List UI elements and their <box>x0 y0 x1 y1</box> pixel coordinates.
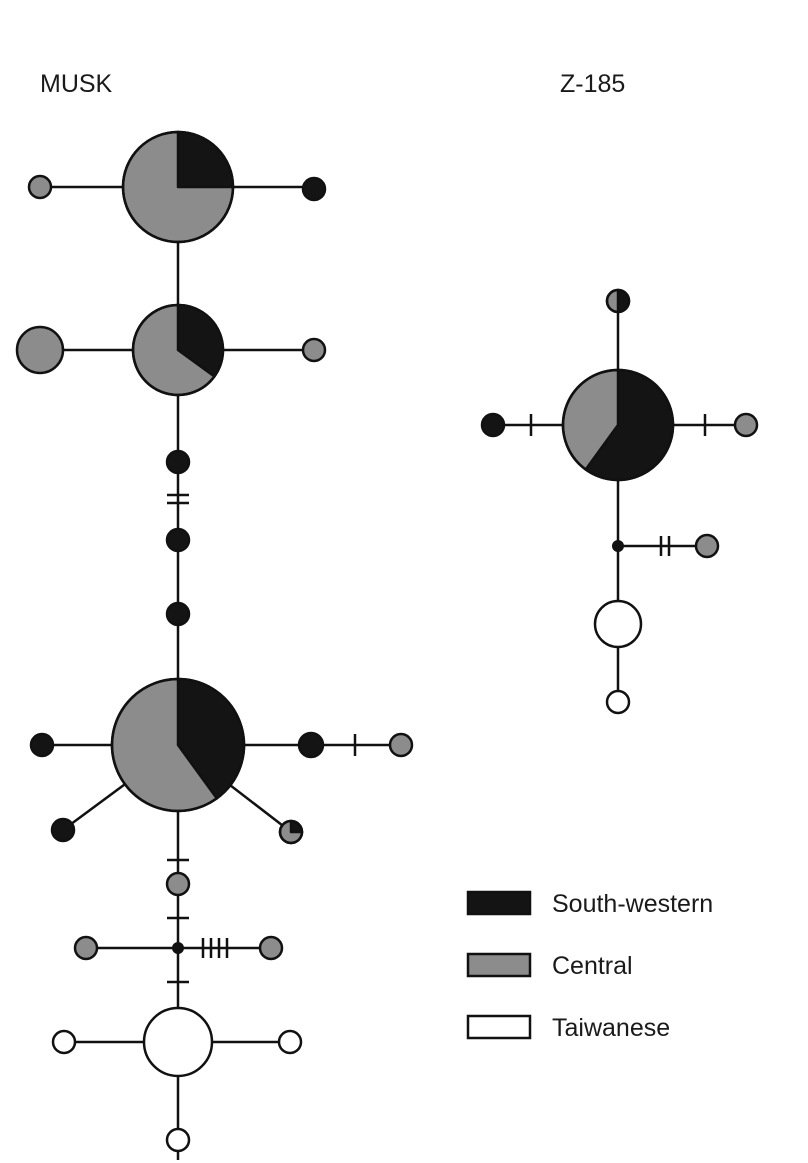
haplotype-node <box>165 527 191 553</box>
haplotype-slice-taiwanese <box>51 1029 77 1055</box>
haplotype-slice-south-western <box>165 601 191 627</box>
haplotype-node <box>110 677 246 813</box>
haplotype-node <box>301 337 327 363</box>
haplotype-node <box>258 935 284 961</box>
legend-label-central: Central <box>552 952 633 980</box>
haplotype-node <box>733 412 759 438</box>
haplotype-node <box>15 325 65 375</box>
legend-label-south-western: South-western <box>552 890 713 918</box>
haplotype-node <box>278 819 304 845</box>
haplotype-node <box>694 533 720 559</box>
haplotype-slice-central <box>15 325 65 375</box>
haplotype-slice-taiwanese <box>165 1127 191 1153</box>
haplotype-node <box>27 174 53 200</box>
z185-mutation-ticks <box>529 414 707 556</box>
haplotype-slice-central <box>733 412 759 438</box>
legend-label-taiwanese: Taiwanese <box>552 1014 670 1042</box>
haplotype-slice-central <box>301 337 327 363</box>
legend-swatch-central <box>466 952 532 978</box>
haplotype-outline <box>110 677 246 813</box>
haplotype-node <box>50 817 76 843</box>
haplotype-node <box>73 935 99 961</box>
z185-panel-title: Z-185 <box>560 70 625 98</box>
haplotype-slice-south-western <box>165 449 191 475</box>
haplotype-slice-central <box>73 935 99 961</box>
haplotype-slice-south-western <box>480 412 506 438</box>
haplotype-node <box>593 599 643 649</box>
haplotype-node <box>142 1006 214 1078</box>
haplotype-node <box>297 731 325 759</box>
haplotype-outline <box>605 288 631 314</box>
haplotype-slice-south-western <box>50 817 76 843</box>
haplotype-node <box>388 732 414 758</box>
musk-mutation-ticks <box>167 493 357 984</box>
haplotype-slice-central <box>27 174 53 200</box>
haplotype-node <box>131 303 225 397</box>
haplotype-node <box>165 1127 191 1153</box>
haplotype-outline <box>561 368 675 482</box>
legend-swatch-south-western <box>466 890 532 916</box>
haplotype-node <box>165 871 191 897</box>
legend-swatch-taiwanese <box>466 1014 532 1040</box>
haplotype-node <box>51 1029 77 1055</box>
haplotype-slice-south-western <box>165 527 191 553</box>
haplotype-slice-taiwanese <box>593 599 643 649</box>
haplotype-node <box>277 1029 303 1055</box>
haplotype-slice-central <box>388 732 414 758</box>
haplotype-slice-central <box>165 871 191 897</box>
haplotype-node <box>605 288 631 314</box>
haplotype-node <box>165 601 191 627</box>
haplotype-slice-central <box>258 935 284 961</box>
haplotype-node <box>605 689 631 715</box>
haplotype-outline <box>131 303 225 397</box>
haplotype-slice-south-western <box>301 176 327 202</box>
haplotype-slice-taiwanese <box>277 1029 303 1055</box>
haplotype-node <box>561 368 675 482</box>
musk-haplotype-nodes <box>15 130 414 1153</box>
haplotype-node <box>480 412 506 438</box>
musk-panel-title: MUSK <box>40 70 113 98</box>
legend: South-western Central Taiwanese <box>466 890 713 1042</box>
haplotype-node <box>29 732 55 758</box>
median-vector-node <box>172 942 184 954</box>
haplotype-slice-south-western <box>297 731 325 759</box>
haplotype-node <box>165 449 191 475</box>
z185-haplotype-nodes <box>480 288 759 715</box>
haplotype-outline <box>121 130 235 244</box>
haplotype-slice-taiwanese <box>605 689 631 715</box>
haplotype-node <box>301 176 327 202</box>
haplotype-slice-south-western <box>29 732 55 758</box>
median-vector-node <box>612 540 624 552</box>
haplotype-node <box>121 130 235 244</box>
haplotype-slice-central <box>694 533 720 559</box>
haplotype-outline <box>278 819 304 845</box>
haplotype-slice-taiwanese <box>142 1006 214 1078</box>
